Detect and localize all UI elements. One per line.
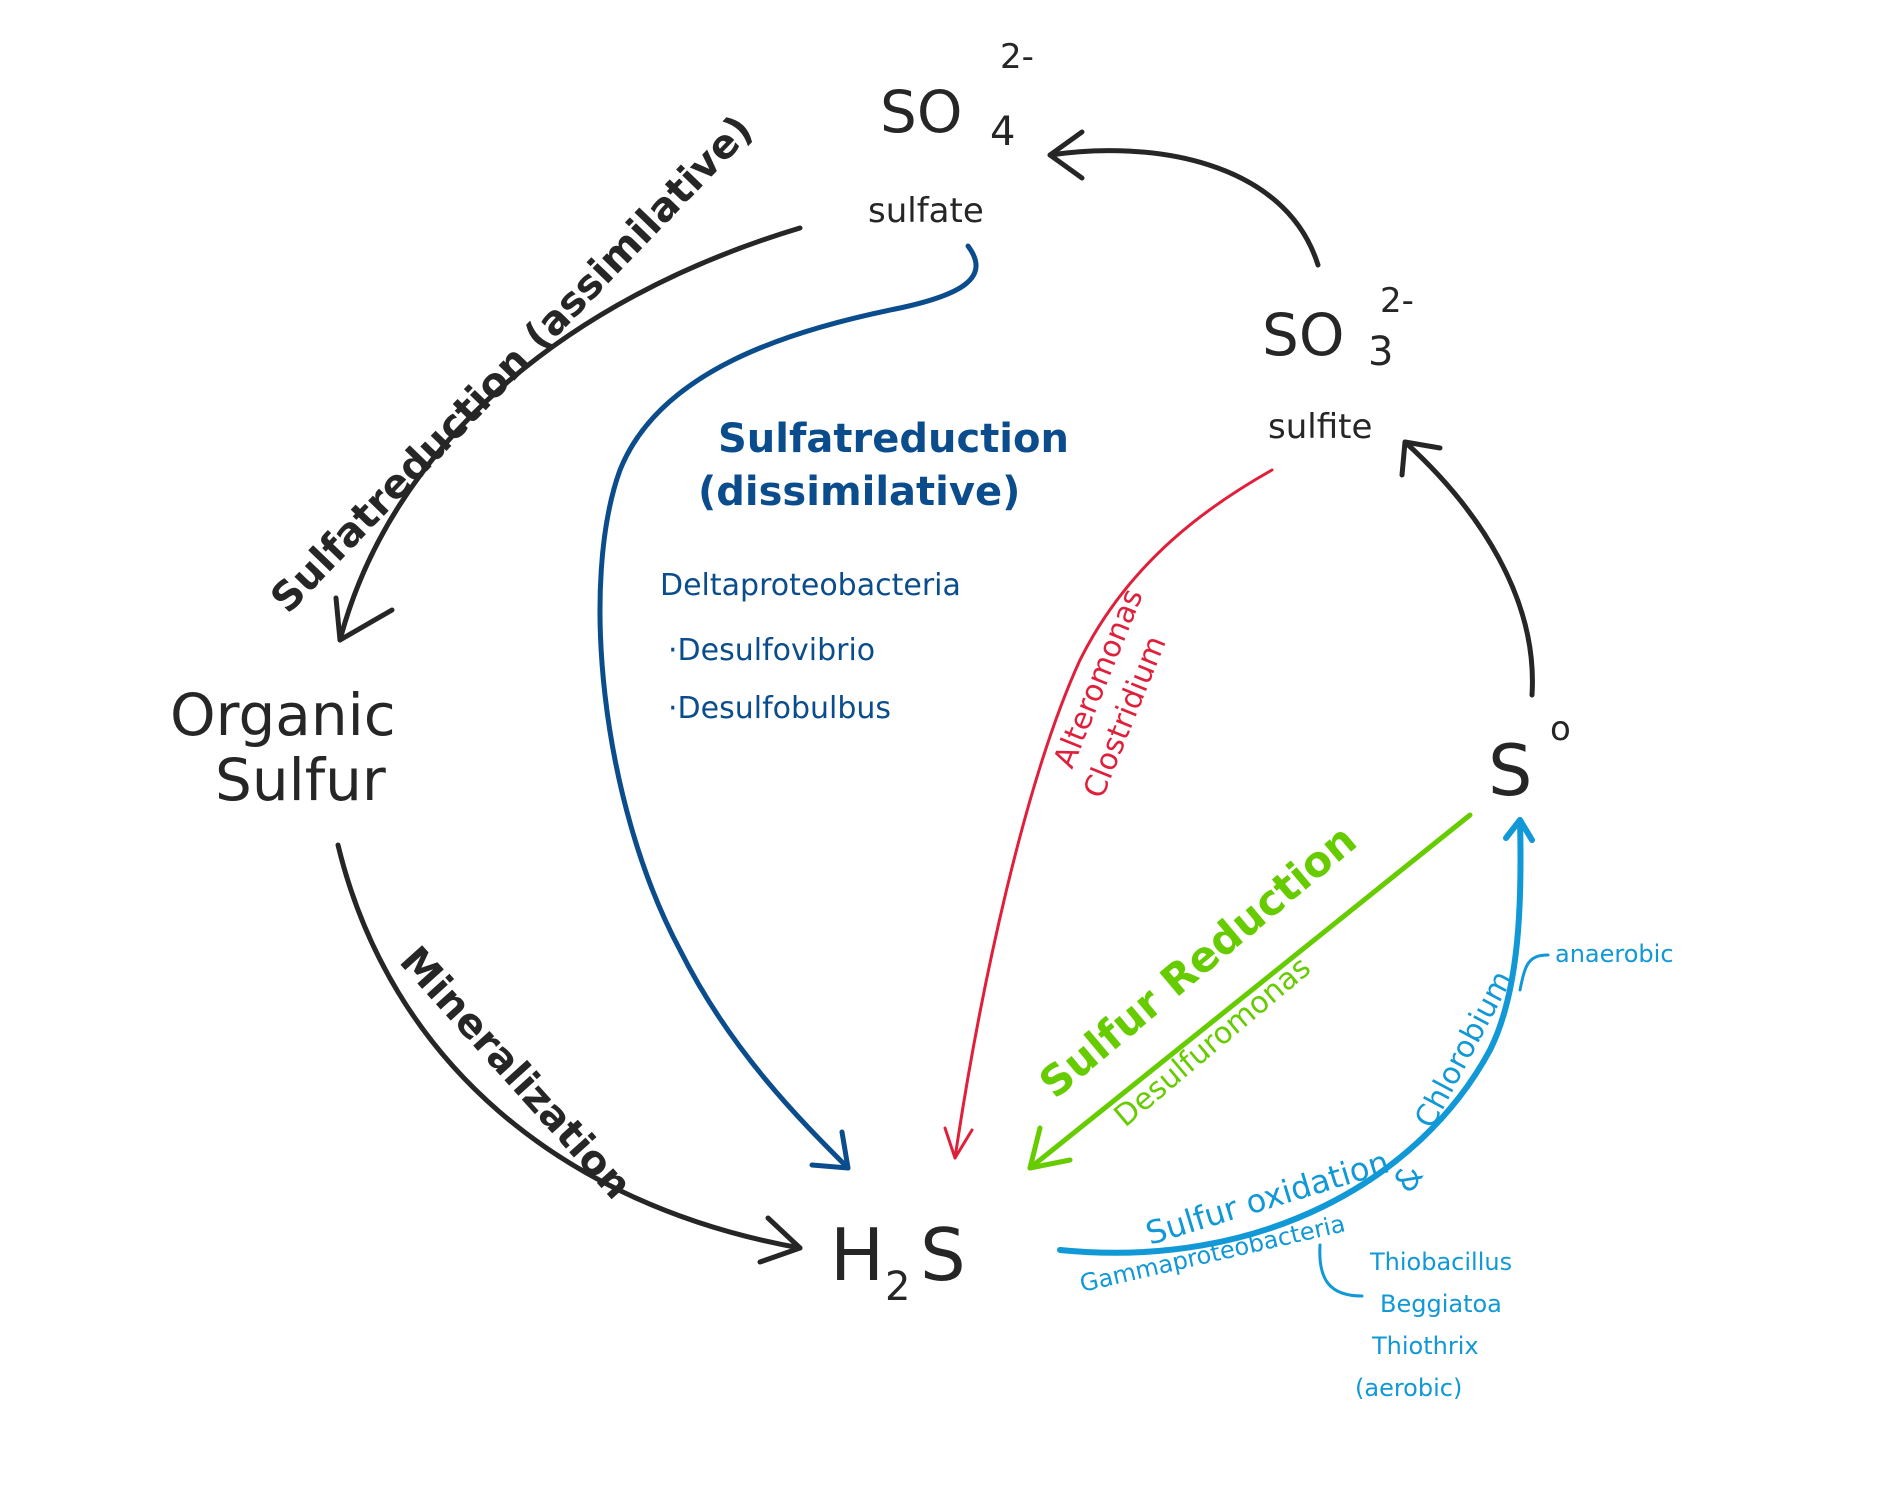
h2s-node: H 2 S — [830, 1213, 966, 1310]
assimilative-label: Sulfatreduction (assimilative) — [262, 107, 762, 622]
beggiatoa-label: Beggiatoa — [1380, 1290, 1502, 1318]
dissimilative-group: Deltaproteobacteria — [660, 568, 961, 603]
arrow-sulfur-to-sulfite — [1399, 439, 1535, 698]
arrow-organic-sulfur-to-h2s — [335, 842, 803, 1265]
h2s-s: S — [920, 1213, 966, 1297]
thiobacillus-label: Thiobacillus — [1369, 1248, 1512, 1276]
sulfate-formula: SO — [880, 78, 962, 146]
chlorobium-label: Chlorobium — [1408, 965, 1520, 1134]
sulfite-name: sulfite — [1268, 407, 1372, 447]
sulfate-node: SO 4 2- sulfate — [868, 37, 1034, 231]
arrow-sulfate-to-h2s — [597, 243, 979, 1171]
sulfur-superscript: o — [1550, 709, 1571, 749]
sulfite-charge: 2- — [1380, 281, 1414, 321]
sulfite-formula: SO — [1262, 301, 1344, 369]
arrow-sulfur-to-h2s — [1027, 812, 1473, 1171]
thiothrix-label: Thiothrix — [1371, 1332, 1479, 1360]
organic-sulfur-node: Organic Sulfur — [170, 681, 396, 814]
sulfate-name: sulfate — [868, 191, 984, 231]
mineralization-label: Mineralization — [391, 938, 641, 1208]
sulfur-formula: S — [1488, 730, 1532, 812]
sulfite-node: SO 3 2- sulfite — [1262, 281, 1414, 447]
h2s-subscript: 2 — [885, 1264, 910, 1310]
sulfate-subscript: 4 — [990, 109, 1015, 155]
dissimilative-organism-1: ·Desulfovibrio — [668, 633, 875, 668]
dissimilative-block: Sulfatreduction (dissimilative) Deltapro… — [660, 416, 1069, 726]
aerobic-label: (aerobic) — [1355, 1374, 1462, 1402]
aerobic-bracket — [1318, 1243, 1364, 1298]
sulfate-charge: 2- — [1000, 37, 1034, 77]
dissimilative-organism-2: ·Desulfobulbus — [668, 691, 891, 726]
arrow-sulfate-to-organic-sulfur — [333, 225, 803, 643]
arrow-h2s-to-sulfur — [1057, 817, 1535, 1256]
sulfite-subscript: 3 — [1368, 329, 1393, 375]
arrow-sulfite-to-h2s — [943, 468, 1274, 1160]
anaerobic-bracket — [1518, 953, 1550, 992]
organic-sulfur-line1: Organic — [170, 681, 396, 749]
sulfur-node: S o — [1488, 709, 1571, 812]
dissimilative-title-line2: (dissimilative) — [698, 469, 1020, 515]
h2s-h: H — [830, 1213, 884, 1297]
arrow-sulfite-to-sulfate — [1047, 129, 1321, 268]
dissimilative-title-line1: Sulfatreduction — [718, 416, 1069, 462]
anaerobic-label: anaerobic — [1555, 940, 1674, 968]
organic-sulfur-line2: Sulfur — [215, 746, 386, 814]
